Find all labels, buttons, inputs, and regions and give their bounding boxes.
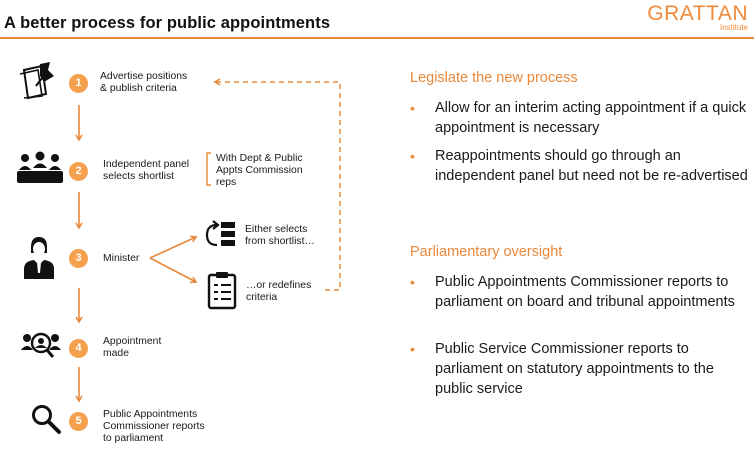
step-2-badge: 2 [69, 162, 88, 181]
step-3-label: Minister [103, 253, 140, 264]
bullet-text: Public Appointments Commissioner reports… [435, 274, 735, 310]
bullet-dot: • [410, 148, 415, 164]
step-4-label: Appointment made [103, 336, 162, 359]
minister-icon [24, 237, 54, 279]
bullet-dot: • [410, 274, 415, 290]
title-divider [0, 37, 754, 39]
bullet-text: Public Service Commissioner reports to p… [435, 341, 714, 397]
dashed-loop-back [213, 78, 341, 291]
bullet-dot: • [410, 341, 415, 357]
page-title: A better process for public appointments [4, 14, 331, 32]
step-4-badge: 4 [69, 339, 88, 358]
grattan-logo: GRATTAN Institute [647, 2, 748, 33]
legislate-heading: Legislate the new process [410, 70, 578, 86]
panel-group-icon [17, 151, 63, 183]
panel-note-bracket [206, 152, 211, 186]
step-5-label: Public Appointments Commissioner reports… [103, 409, 205, 444]
step-2-label: Independent panel selects shortlist [103, 159, 190, 182]
bullet-text: Allow for an interim acting appointment … [435, 100, 747, 136]
people-search-icon [21, 332, 61, 358]
select-note: Either selects from shortlist… [245, 224, 315, 247]
panel-note: With Dept & Public Appts Commission reps [216, 153, 303, 188]
clipboard-criteria-icon [207, 272, 237, 310]
bullet-text: Reappointments should go through an inde… [435, 148, 748, 184]
pushpin-paper-icon [19, 62, 54, 100]
step-5-badge: 5 [69, 412, 88, 431]
arrow-minister-to-redefine [149, 257, 198, 284]
bullet-dot: • [410, 100, 415, 116]
shortlist-select-icon [205, 220, 235, 247]
step-3-badge: 3 [69, 249, 88, 268]
magnifier-icon [32, 405, 61, 434]
step-1-label: Advertise positions & publish criteria [100, 71, 188, 94]
redefine-note: …or redefines criteria [246, 280, 312, 303]
logo-main-text: GRATTAN [647, 2, 748, 25]
step-1-badge: 1 [69, 74, 88, 93]
arrow-minister-to-select [149, 235, 198, 259]
oversight-heading: Parliamentary oversight [410, 244, 563, 260]
logo-sub-text: Institute [719, 23, 748, 32]
